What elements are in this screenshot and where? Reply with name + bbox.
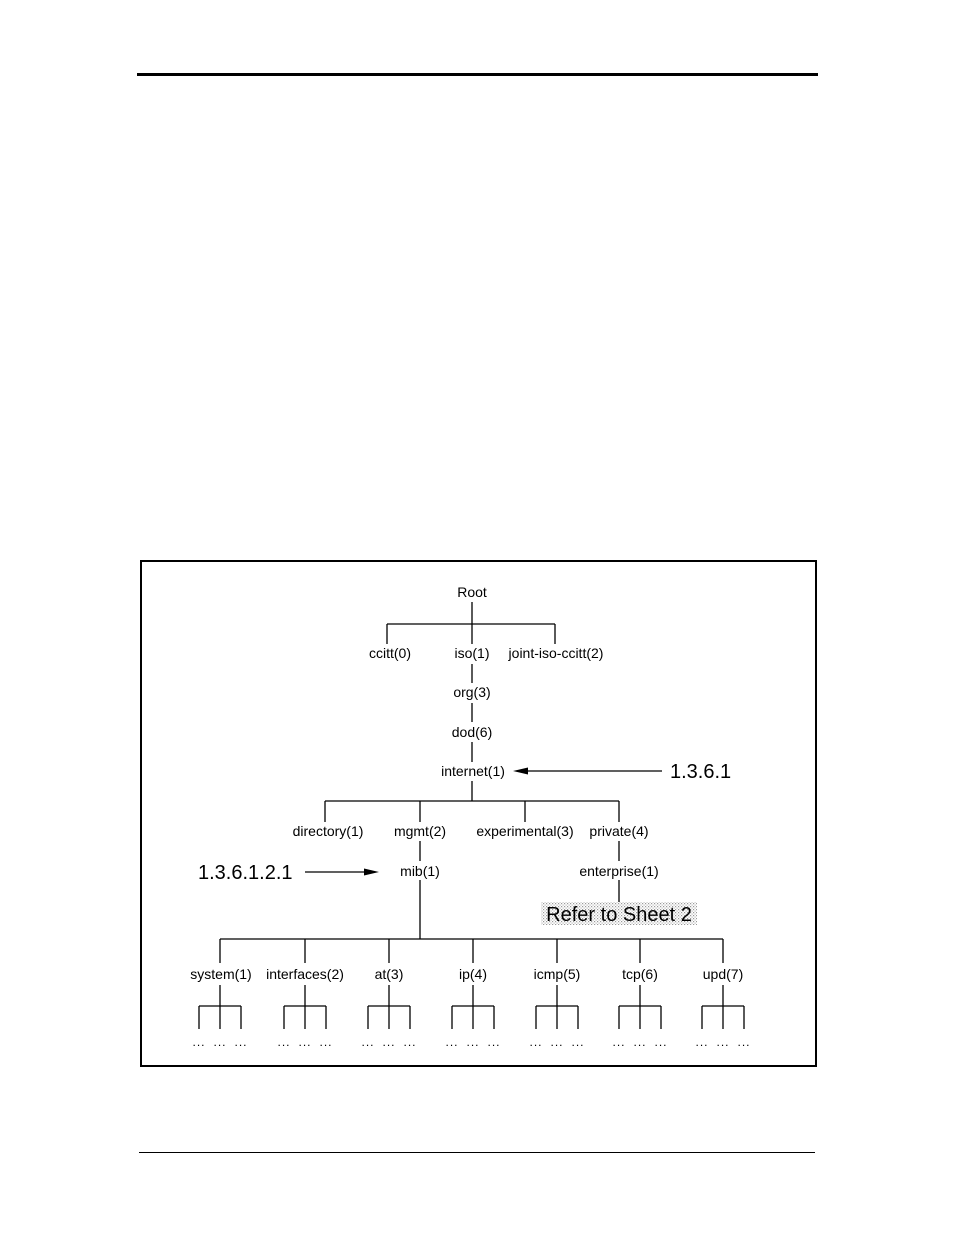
node-joint-iso-ccitt: joint-iso-ccitt(2) xyxy=(508,645,604,661)
leaf-ellipsis: ... xyxy=(213,1035,226,1049)
node-upd: upd(7) xyxy=(703,966,743,982)
node-org: org(3) xyxy=(453,684,490,700)
leaf-ellipsis: ... xyxy=(695,1035,708,1049)
leaf-ellipsis: ... xyxy=(550,1035,563,1049)
leaf-ellipsis: ... xyxy=(612,1035,625,1049)
internet-connectors xyxy=(324,781,620,822)
mib-connectors xyxy=(219,880,724,963)
internet-oid-arrow xyxy=(513,767,662,775)
node-experimental: experimental(3) xyxy=(476,823,573,839)
node-mib: mib(1) xyxy=(400,863,440,879)
leaf-ellipsis: ... xyxy=(654,1035,667,1049)
node-directory: directory(1) xyxy=(293,823,364,839)
mib-oid-arrow xyxy=(305,868,379,876)
leaf-ellipsis: ... xyxy=(529,1035,542,1049)
leaf-ellipsis: ... xyxy=(319,1035,332,1049)
header-rule xyxy=(137,73,818,76)
leaf-ellipsis: ... xyxy=(382,1035,395,1049)
node-mgmt: mgmt(2) xyxy=(394,823,446,839)
refer-to-sheet-label: Refer to Sheet 2 xyxy=(546,904,692,926)
node-dod: dod(6) xyxy=(452,724,492,740)
node-ccitt: ccitt(0) xyxy=(369,645,411,661)
leaf-ellipsis: ... xyxy=(571,1035,584,1049)
leaf-ellipsis: ... xyxy=(298,1035,311,1049)
leaf-ellipsis: ... xyxy=(445,1035,458,1049)
leaf-ellipsis: ... xyxy=(403,1035,416,1049)
node-tcp: tcp(6) xyxy=(622,966,658,982)
node-private: private(4) xyxy=(589,823,648,839)
node-root: Root xyxy=(457,584,487,600)
leaf-forks xyxy=(198,985,745,1029)
node-icmp: icmp(5) xyxy=(534,966,581,982)
mgmt-private-connectors xyxy=(419,841,620,902)
oid-tree-figure xyxy=(140,560,817,1067)
leaf-ellipsis: ... xyxy=(361,1035,374,1049)
internet-oid-label: 1.3.6.1 xyxy=(670,761,731,783)
node-at: at(3) xyxy=(375,966,404,982)
leaf-ellipsis: ... xyxy=(716,1035,729,1049)
leaf-ellipsis: ... xyxy=(466,1035,479,1049)
node-system: system(1) xyxy=(190,966,251,982)
leaf-ellipsis: ... xyxy=(277,1035,290,1049)
leaf-ellipsis: ... xyxy=(192,1035,205,1049)
leaf-ellipses: ... ... ... ... ... ... ... ... ... ... … xyxy=(192,1035,750,1049)
leaf-ellipsis: ... xyxy=(633,1035,646,1049)
footer-rule xyxy=(139,1152,815,1153)
mib-oid-label: 1.3.6.1.2.1 xyxy=(198,862,293,884)
node-iso: iso(1) xyxy=(454,645,489,661)
node-internet: internet(1) xyxy=(441,763,505,779)
root-connectors xyxy=(386,602,556,644)
refer-box xyxy=(541,902,697,925)
leaf-ellipsis: ... xyxy=(487,1035,500,1049)
node-interfaces: interfaces(2) xyxy=(266,966,344,982)
node-ip: ip(4) xyxy=(459,966,487,982)
node-enterprise: enterprise(1) xyxy=(579,863,658,879)
leaf-ellipsis: ... xyxy=(737,1035,750,1049)
leaf-ellipsis: ... xyxy=(234,1035,247,1049)
